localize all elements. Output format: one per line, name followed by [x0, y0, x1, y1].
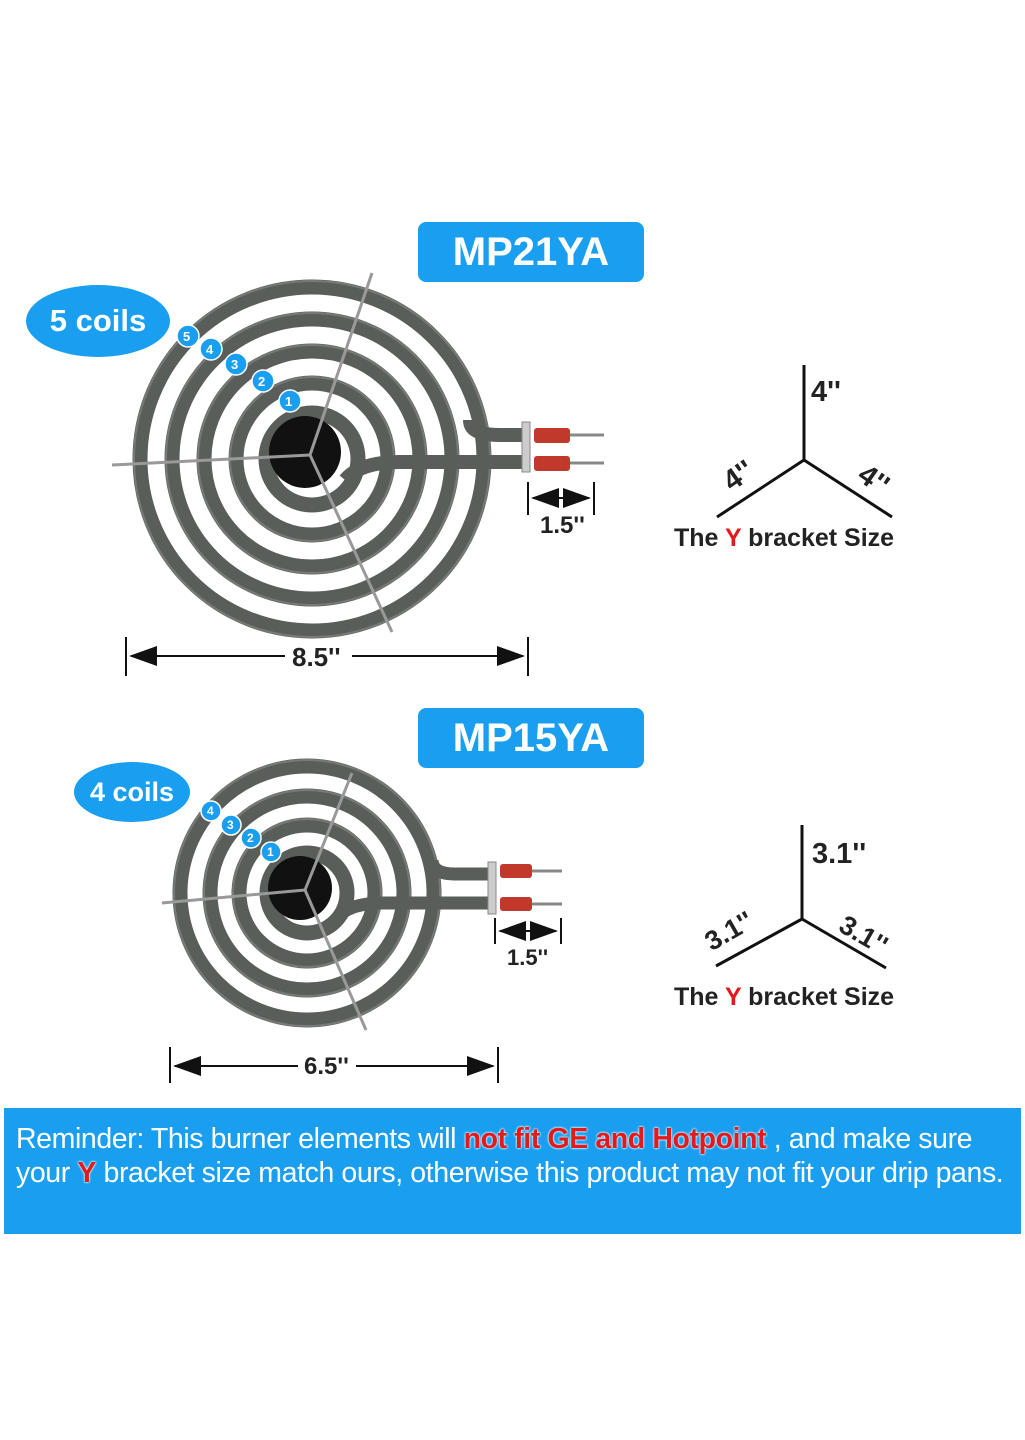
large-coil-number-4: 4 [206, 342, 214, 357]
large-coils-badge: 5 coils [26, 285, 170, 357]
small-bracket-caption: The Y bracket Size [674, 983, 894, 1012]
small-lead-upper [425, 859, 492, 881]
large-gap-dimension [527, 482, 595, 515]
small-coils-badge: 4 coils [74, 762, 190, 822]
large-caption-pre: The [674, 524, 725, 552]
reminder-text-3: bracket size match ours, otherwise this … [95, 1157, 1004, 1189]
reminder-y: Y [77, 1157, 96, 1189]
large-burner [111, 272, 893, 676]
large-bracket-caption: The Y bracket Size [674, 524, 894, 553]
large-width-dimension [125, 637, 529, 676]
large-coil-number-2: 2 [258, 374, 266, 389]
large-center-disc [269, 416, 341, 488]
reminder-text-2: , and make sure your [16, 1123, 973, 1189]
small-lead-lower [335, 896, 492, 920]
large-caption-post: bracket Size [741, 524, 895, 552]
reminder-warning-highlight: not fit GE and Hotpoint [463, 1123, 767, 1155]
large-gap-label: 1.5'' [540, 512, 585, 539]
large-bracket-top-label: 4'' [811, 376, 841, 408]
small-bracket-top-label: 3.1'' [812, 838, 867, 870]
large-caption-y: Y [724, 524, 742, 552]
small-model-tag: MP15YA [418, 708, 644, 768]
large-lead-upper [463, 419, 530, 442]
large-coil-number-dots [176, 324, 302, 413]
small-gap-dimension [494, 918, 562, 944]
large-coil-number-3: 3 [231, 357, 239, 372]
small-coil-number-2: 2 [247, 831, 254, 845]
reminder-banner: Reminder: This burner elements will not … [4, 1108, 1021, 1234]
large-y-bracket-wire [111, 272, 394, 633]
large-model-tag: MP21YA [418, 222, 644, 282]
large-coil-number-5: 5 [183, 329, 191, 344]
small-caption-post: bracket Size [741, 983, 895, 1011]
small-caption-y: Y [724, 983, 742, 1011]
small-width-dimension [169, 1047, 499, 1083]
large-coil-number-1: 1 [285, 394, 293, 409]
small-coil-rings [172, 758, 442, 1028]
small-coil-number-3: 3 [227, 818, 234, 832]
small-y-bracket-diagram [715, 825, 887, 970]
large-width-label: 8.5'' [292, 642, 341, 672]
small-coil-number-1: 1 [267, 845, 274, 859]
small-terminals [487, 861, 562, 915]
large-terminals [521, 421, 604, 473]
large-lead-lower [339, 455, 530, 485]
small-coil-number-dots [200, 800, 282, 863]
small-y-bracket-wire [161, 772, 368, 1031]
small-caption-pre: The [674, 983, 725, 1011]
small-center-disc [268, 856, 332, 920]
small-burner [161, 758, 887, 1083]
reminder-text-1: Reminder: This burner elements will [16, 1123, 464, 1155]
small-gap-label: 1.5'' [507, 945, 549, 970]
small-width-label: 6.5'' [304, 1053, 349, 1080]
large-y-bracket-diagram [716, 365, 893, 519]
small-coil-number-4: 4 [207, 804, 214, 818]
